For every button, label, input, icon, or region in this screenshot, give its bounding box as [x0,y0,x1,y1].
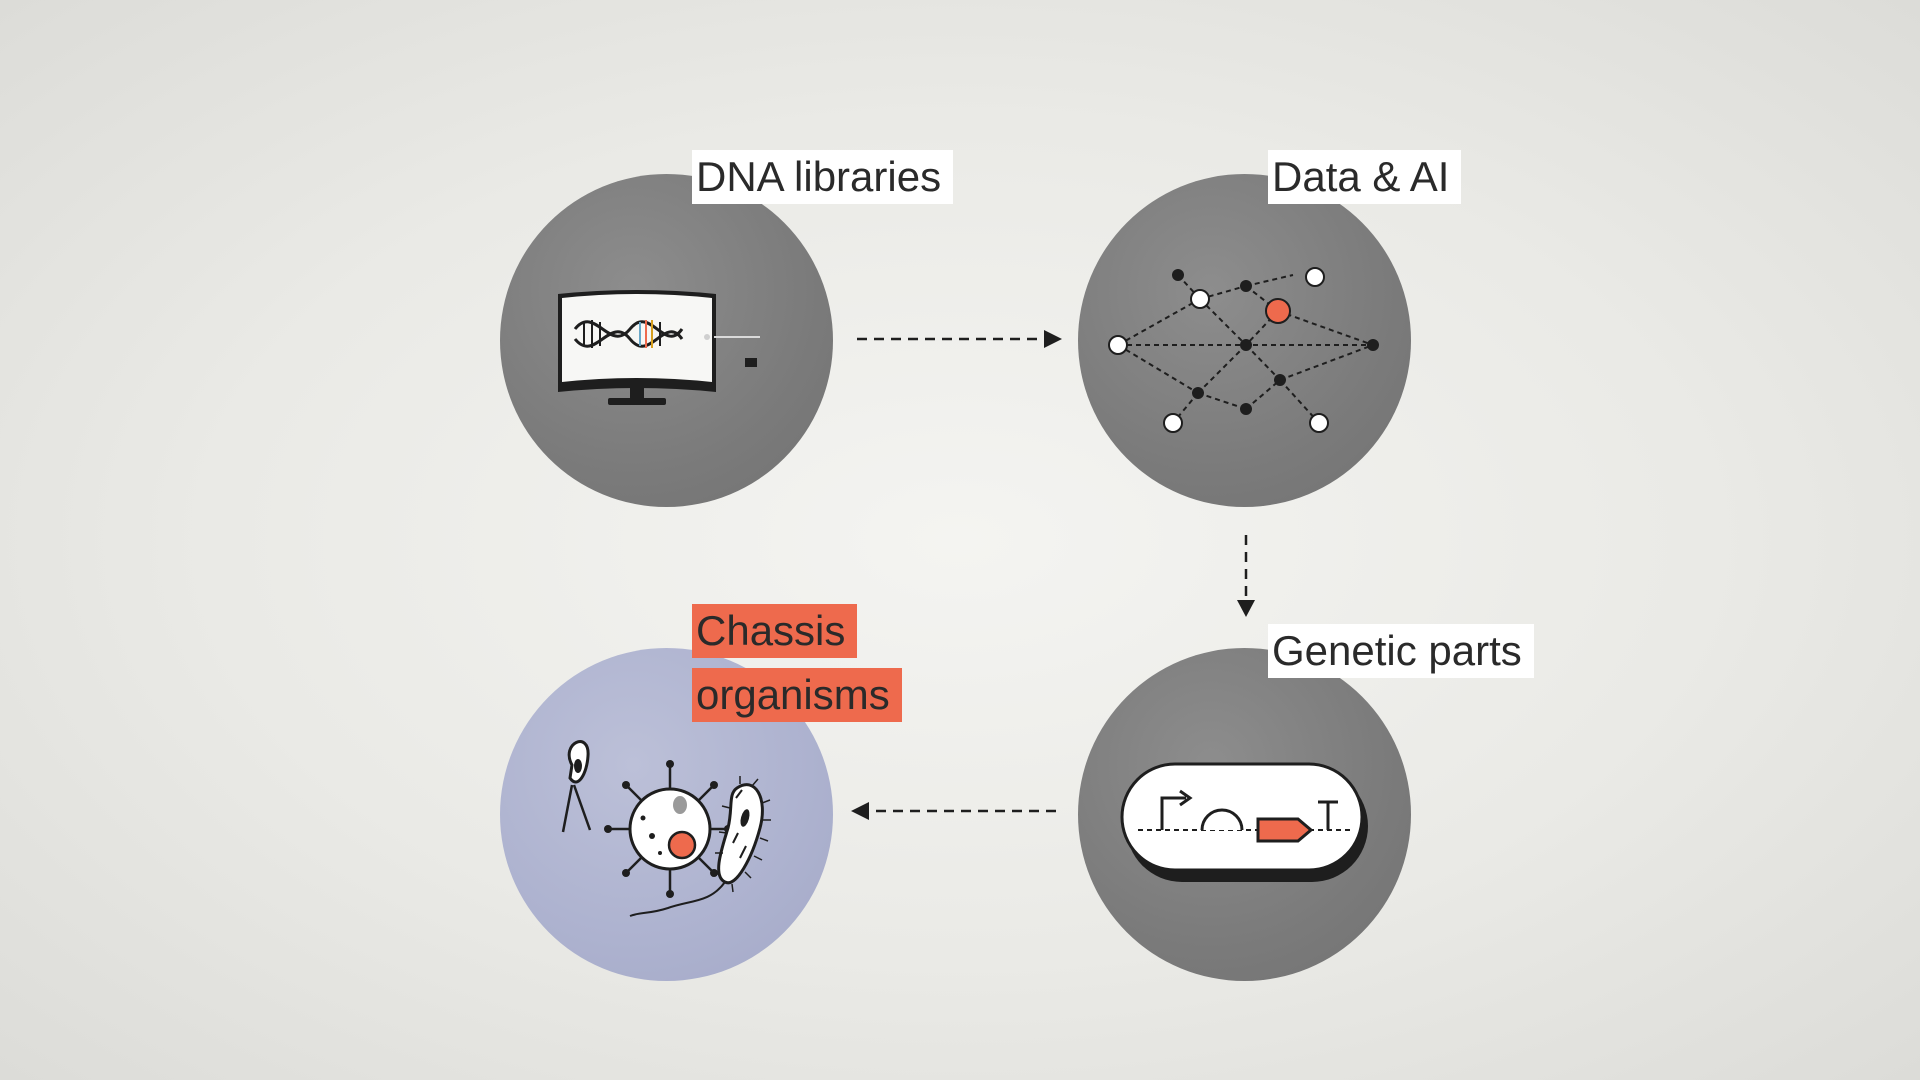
dna-libraries-label: DNA libraries [692,150,954,204]
microorganisms-icon [561,740,771,917]
genetic-circuit-icon [1120,762,1368,882]
arrow-data-to-genetic [1237,535,1255,617]
chassis-label-line-1: Chassis [692,604,858,658]
arrow-dna-to-data [857,330,1062,348]
arrow-genetic-to-chassis [851,802,1056,820]
neural-network-icon [1108,267,1379,433]
genetic-parts-circle [1078,648,1411,981]
data-ai-label: Data & AI [1268,150,1462,204]
dna-libraries-circle [500,174,833,507]
data-ai-circle [1078,174,1411,507]
genetic-parts-label: Genetic parts [1268,624,1534,678]
monitor-dna-icon [558,290,760,405]
chassis-label-line-2: organisms [692,668,902,722]
